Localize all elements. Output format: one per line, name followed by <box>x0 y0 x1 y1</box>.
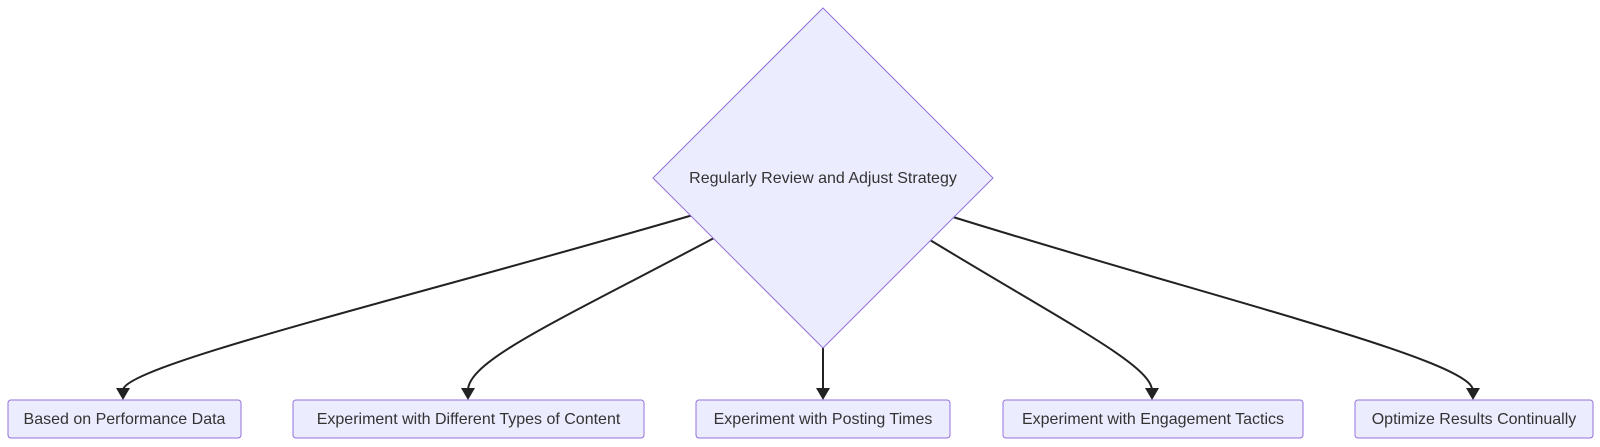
edge-to-performance <box>122 214 694 391</box>
arrowhead-content <box>461 388 475 400</box>
node-performance-box <box>7 399 242 439</box>
arrowhead-performance <box>116 388 130 400</box>
node-performance: Based on Performance Data <box>7 399 242 439</box>
node-engagement-box <box>1002 399 1304 439</box>
node-content: Experiment with Different Types of Conte… <box>292 399 645 439</box>
node-posting-box <box>695 399 951 439</box>
decision-label: Regularly Review and Adjust Strategy <box>689 170 957 187</box>
node-optimize: Optimize Results Continually <box>1354 399 1594 439</box>
node-content-box <box>292 399 645 439</box>
decision-node: Regularly Review and Adjust Strategy <box>652 7 994 349</box>
edges <box>122 214 1474 391</box>
node-performance-label: Based on Performance Data <box>24 411 226 428</box>
edge-to-content <box>467 237 715 391</box>
node-engagement: Experiment with Engagement Tactics <box>1002 399 1304 439</box>
arrowhead-posting <box>816 388 830 400</box>
node-posting-label: Experiment with Posting Times <box>714 411 933 428</box>
arrowhead-engagement <box>1145 388 1159 400</box>
node-optimize-box <box>1354 399 1594 439</box>
arrowheads <box>116 388 1480 400</box>
node-content-label: Experiment with Different Types of Conte… <box>317 411 621 428</box>
node-optimize-label: Optimize Results Continually <box>1372 411 1577 428</box>
arrowhead-optimize <box>1466 388 1480 400</box>
decision-diamond <box>652 7 994 349</box>
node-engagement-label: Experiment with Engagement Tactics <box>1022 411 1284 428</box>
edge-to-optimize <box>952 216 1474 391</box>
node-posting: Experiment with Posting Times <box>695 399 951 439</box>
edge-to-engagement <box>929 239 1153 391</box>
